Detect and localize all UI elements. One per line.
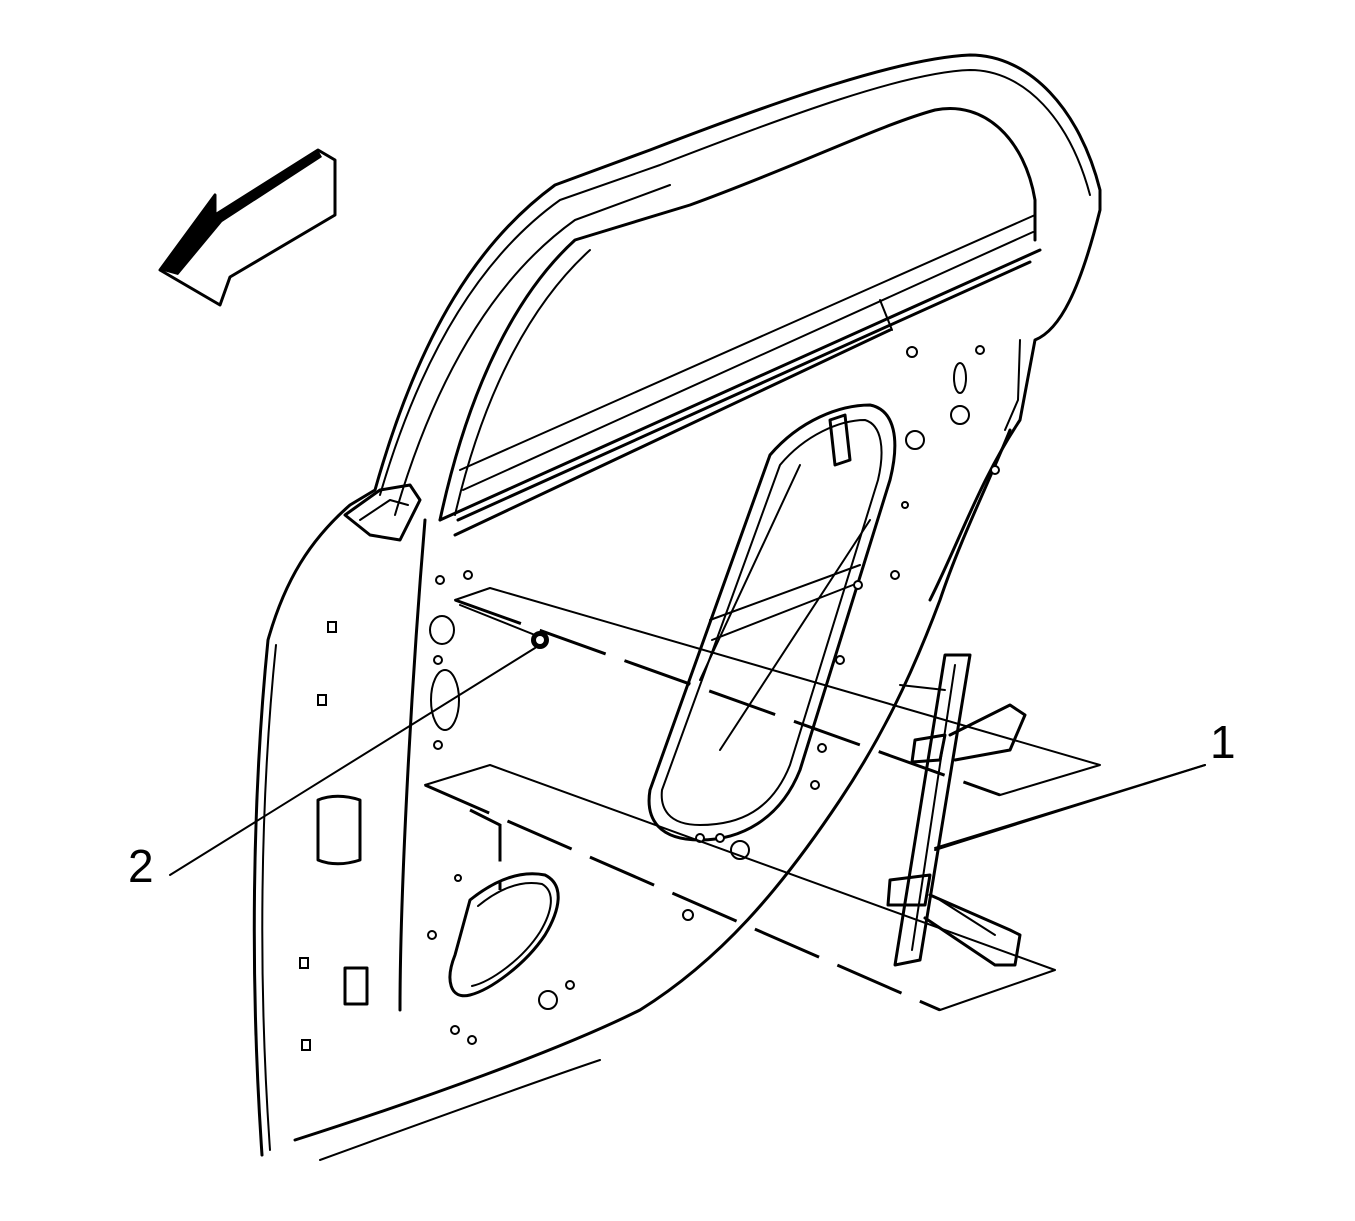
- regulator-channel: [886, 653, 1027, 967]
- callout-1-leader-b: [934, 764, 1206, 849]
- callout-label-1: 1: [1210, 716, 1236, 768]
- projection-lines: [424, 587, 1101, 1012]
- door-frame: [252, 53, 1102, 1161]
- access-opening: [647, 403, 897, 842]
- direction-arrow-icon: [158, 148, 337, 307]
- callout-2-leader: [169, 647, 536, 876]
- lower-openings: [316, 615, 560, 1006]
- callout-label-2: 2: [128, 840, 154, 892]
